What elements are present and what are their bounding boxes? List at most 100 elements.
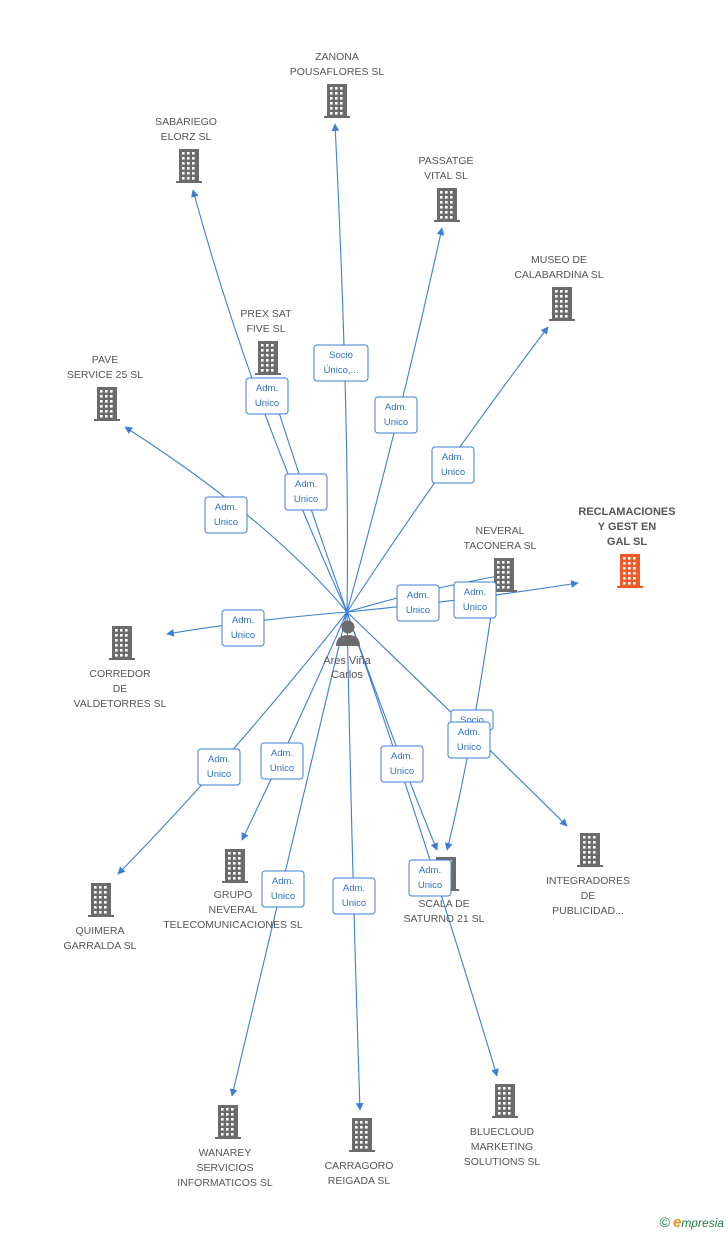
edge-label-text: Adm.: [391, 751, 413, 762]
company-node-quimera[interactable]: QUIMERA GARRALDA SL: [64, 883, 137, 952]
company-name-zanona-line-1: ZANONA: [315, 51, 359, 63]
brand-initial: e: [672, 1214, 682, 1231]
edge-label-box: [204, 496, 248, 534]
edge-label-center-to-sabariego[interactable]: Adm.Unico: [284, 473, 328, 511]
edge-label-text: Adm.: [442, 452, 464, 463]
edge-label-center-to-scala[interactable]: Adm.Unico: [380, 745, 424, 783]
edge-label-text: Adm.: [215, 502, 237, 513]
edge-label-text: Adm.: [232, 615, 254, 626]
edge-label-text: Adm.: [208, 754, 230, 765]
edge-label-center-to-pave[interactable]: Adm. Unico: [204, 496, 248, 534]
edge-label-text: Adm.: [464, 587, 486, 598]
company-name-quimera-line-2: GARRALDA SL: [64, 940, 137, 952]
edge-label-center-to-corredor[interactable]: Adm. Unico: [221, 609, 265, 647]
edge-label-text: Unico: [231, 630, 255, 641]
edge-label-box: [374, 396, 418, 434]
edge-label-center-to-bluecloud[interactable]: Adm. Unico: [408, 859, 452, 897]
edge-label-box: [261, 870, 305, 908]
edge-label-center-to-reclamaciones[interactable]: Adm.Unico: [453, 581, 497, 619]
company-node-passatge[interactable]: PASSATGE VITAL SL: [418, 155, 474, 222]
edge-label-text: Adm.: [256, 383, 278, 394]
edge-label-text: Unico: [214, 517, 238, 528]
company-name-gruponeveral-line-2: NEVERAL: [208, 904, 257, 916]
company-name-scala-line-2: SATURNO 21 SL: [404, 913, 485, 925]
edge-label-text: Socio: [460, 715, 484, 726]
edge-label-text: Adm.: [458, 727, 480, 738]
edge-label-box: [396, 584, 440, 622]
company-name-integradores-line-1: INTEGRADORES: [546, 875, 630, 887]
edge-label-center-to-passatge[interactable]: Adm.Unico: [374, 396, 418, 434]
edge-label-box: [332, 877, 376, 915]
edge-label-center-to-carragoro[interactable]: Adm.Unico: [332, 877, 376, 915]
edge-label-center-to-quimera[interactable]: Adm. Unico: [197, 748, 241, 786]
company-name-gruponeveral-line-1: GRUPO: [214, 889, 253, 901]
edge-label-text: Adm.: [295, 479, 317, 490]
company-name-wanarey-line-2: SERVICIOS: [197, 1162, 254, 1174]
edge-label-box: [447, 721, 491, 759]
company-name-corredor-line-3: VALDETORRES SL: [74, 698, 167, 710]
edge-label-center-to-gruponeveral[interactable]: Adm.Unico: [260, 742, 304, 780]
edge-label-box: [284, 473, 328, 511]
company-name-zanona-line-2: POUSAFLORES SL: [290, 66, 385, 78]
center-person-node[interactable]: Ares Viña Carlos: [323, 620, 372, 682]
company-name-reclamaciones-line-3: GAL SL: [607, 536, 647, 548]
edge-label-text: Unico: [418, 880, 442, 891]
company-name-corredor-line-1: CORREDOR: [89, 668, 151, 680]
edge-center-to-quimera: [117, 611, 348, 875]
edge-label-text: Adm.: [419, 865, 441, 876]
edge-label-text: Único,...: [324, 365, 359, 376]
building-icon: [176, 149, 202, 183]
edge-center-to-gruponeveral: [241, 611, 348, 841]
person-icon: [336, 620, 360, 646]
company-name-reclamaciones-line-2: Y GEST EN: [598, 521, 657, 533]
company-name-prexsat-line-1: PREX SAT: [240, 308, 292, 320]
edge-label-box: [260, 742, 304, 780]
edge-center-to-scala: [346, 611, 438, 851]
edge-label-text: Unico: [342, 898, 366, 909]
edge-label-center-to-prexsat[interactable]: Adm.Unico: [245, 377, 289, 415]
edge-label-center-to-integradores[interactable]: Adm.Unico: [447, 721, 491, 759]
edge-label-text: Unico: [207, 769, 231, 780]
building-icon: [94, 387, 120, 421]
edge-label-text: Socio: [329, 350, 353, 361]
brand-name: mpresia: [681, 1216, 724, 1230]
edge-label-text: Adm.: [407, 590, 429, 601]
company-node-corredor[interactable]: CORREDOR DE VALDETORRES SL: [74, 626, 167, 710]
edge-label-text: Adm.: [271, 748, 293, 759]
edge-label-text: Unico: [441, 467, 465, 478]
edge-center-to-zanona: [331, 123, 349, 613]
edge-label-center-to-neveral[interactable]: Adm.Unico: [396, 584, 440, 622]
company-name-passatge-line-1: PASSATGE: [418, 155, 473, 167]
company-name-museo-line-1: MUSEO DE: [531, 254, 587, 266]
company-name-passatge-line-2: VITAL SL: [424, 170, 468, 182]
building-icon: [491, 558, 517, 592]
company-name-neveral-line-1: NEVERAL: [475, 525, 524, 537]
company-name-quimera-line-1: QUIMERA: [75, 925, 124, 937]
building-icon: [88, 883, 114, 917]
building-icon: [434, 188, 460, 222]
building-icon: [577, 833, 603, 867]
company-name-corredor-line-2: DE: [113, 683, 128, 695]
building-icon: [222, 849, 248, 883]
edge-label-box: [197, 748, 241, 786]
edge-label-box: [245, 377, 289, 415]
edge-label-center-to-zanona[interactable]: SocioÚnico,...: [313, 344, 369, 382]
company-name-wanarey-line-1: WANAREY: [199, 1147, 252, 1159]
company-name-pave-line-2: SERVICE 25 SL: [67, 369, 143, 381]
company-node-zanona[interactable]: ZANONA POUSAFLORES SL: [290, 51, 385, 118]
edge-label-center-to-wanarey[interactable]: Adm.Unico: [261, 870, 305, 908]
edge-label-center-to-museo[interactable]: Adm. Unico: [431, 446, 475, 484]
company-node-integradores[interactable]: INTEGRADORESDEPUBLICIDAD...: [546, 833, 630, 917]
